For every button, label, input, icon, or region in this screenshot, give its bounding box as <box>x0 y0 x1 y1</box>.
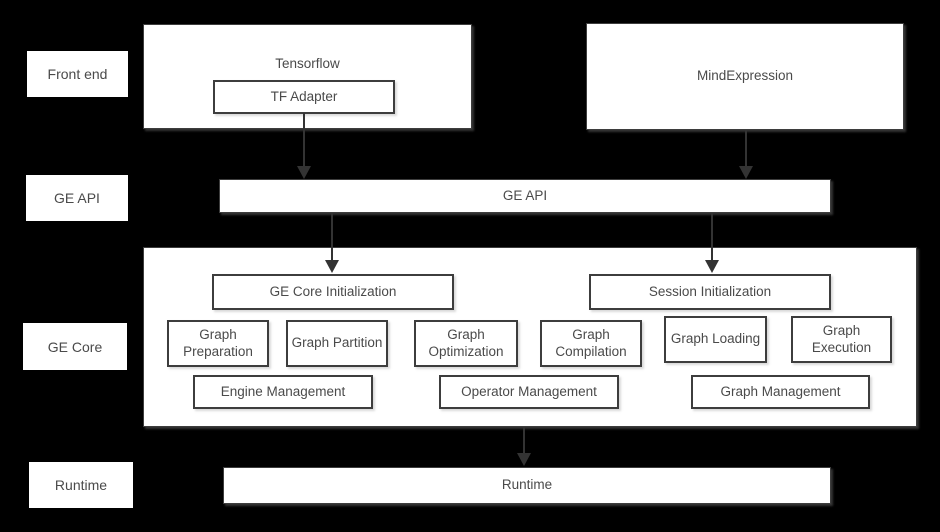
mindexpression-box: MindExpression <box>586 23 904 130</box>
arrow-down-icon <box>297 166 311 179</box>
runtime-bar: Runtime <box>223 467 831 504</box>
engine-management-box: Engine Management <box>193 375 373 409</box>
row-label-ge-core: GE Core <box>23 323 127 370</box>
arrow-down-icon <box>517 453 531 466</box>
row-label-runtime: Runtime <box>29 462 133 508</box>
graph-optimization-box: Graph Optimization <box>414 320 518 367</box>
arrow-mindexpression-to-ge-api <box>739 130 753 179</box>
ge-core-initialization-box: GE Core Initialization <box>212 274 454 310</box>
arrow-down-icon <box>705 260 719 273</box>
graph-loading-box: Graph Loading <box>664 316 767 363</box>
arrow-ge-api-to-session-initialization <box>705 213 719 273</box>
graph-preparation-box: Graph Preparation <box>167 320 269 367</box>
graph-compilation-box: Graph Compilation <box>540 320 642 367</box>
arrow-tf-adapter-to-ge-api <box>297 113 311 179</box>
row-label-front-end: Front end <box>27 51 128 97</box>
arrow-shaft <box>711 213 713 261</box>
operator-management-box: Operator Management <box>439 375 619 409</box>
arrow-shaft <box>745 130 747 167</box>
graph-partition-box: Graph Partition <box>286 320 388 367</box>
row-label-ge-api: GE API <box>26 175 128 221</box>
ge-api-bar: GE API <box>219 179 831 213</box>
arrow-down-icon <box>325 260 339 273</box>
arrow-shaft <box>523 427 525 454</box>
tensorflow-title: Tensorflow <box>275 56 340 71</box>
arrow-ge-core-to-runtime <box>517 427 531 466</box>
session-initialization-box: Session Initialization <box>589 274 831 310</box>
arrow-shaft <box>331 213 333 261</box>
graph-management-box: Graph Management <box>691 375 870 409</box>
graph-execution-box: Graph Execution <box>791 316 892 363</box>
arrow-ge-api-to-ge-core-initialization <box>325 213 339 273</box>
arrow-shaft <box>303 113 305 167</box>
arrow-down-icon <box>739 166 753 179</box>
tf-adapter-box: TF Adapter <box>213 80 395 114</box>
